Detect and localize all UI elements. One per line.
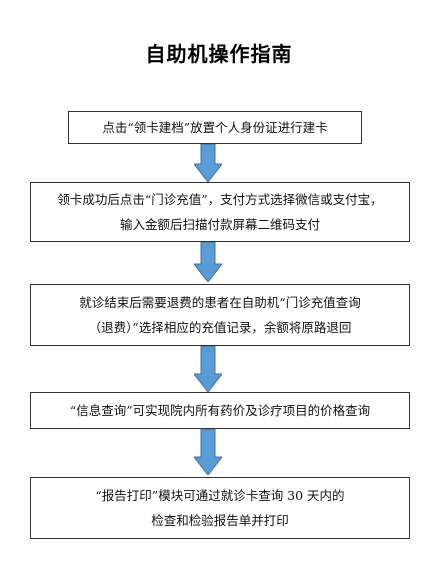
step-5-line-1: “报告打印”模块可通过就诊卡查询 30 天内的 xyxy=(95,488,345,503)
step-3-line-2: （退费）”选择相应的充值记录，余额将原路退回 xyxy=(88,320,352,335)
step-4-line-1: “信息查询”可实现院内所有药价及诊疗项目的价格查询 xyxy=(69,403,371,418)
step-2-line-2: 输入金额后扫描付款屏幕二维码支付 xyxy=(119,217,320,232)
arrow-down-icon xyxy=(194,346,222,392)
arrow-down-icon xyxy=(194,144,222,182)
arrow-down-icon xyxy=(194,242,222,282)
step-3-line-1: 就诊结束后需要退费的患者在自助机“门诊充值查询 xyxy=(79,295,361,310)
step-1-box: 点击“领卡建档”放置个人身份证进行建卡 xyxy=(68,111,362,144)
step-1-line-1: 点击“领卡建档”放置个人身份证进行建卡 xyxy=(102,120,328,135)
step-5-line-2: 检查和检验报告单并打印 xyxy=(151,513,289,528)
step-5-box: “报告打印”模块可通过就诊卡查询 30 天内的 检查和检验报告单并打印 xyxy=(30,477,410,539)
step-2-box: 领卡成功后点击“门诊充值”，支付方式选择微信或支付宝， 输入金额后扫描付款屏幕二… xyxy=(30,182,410,242)
page-title: 自助机操作指南 xyxy=(145,42,293,66)
step-3-box: 就诊结束后需要退费的患者在自助机“门诊充值查询 （退费）”选择相应的充值记录，余… xyxy=(30,284,410,346)
step-2-line-1: 领卡成功后点击“门诊充值”，支付方式选择微信或支付宝， xyxy=(57,192,383,207)
arrow-down-icon xyxy=(194,429,222,475)
step-4-box: “信息查询”可实现院内所有药价及诊疗项目的价格查询 xyxy=(30,392,410,429)
